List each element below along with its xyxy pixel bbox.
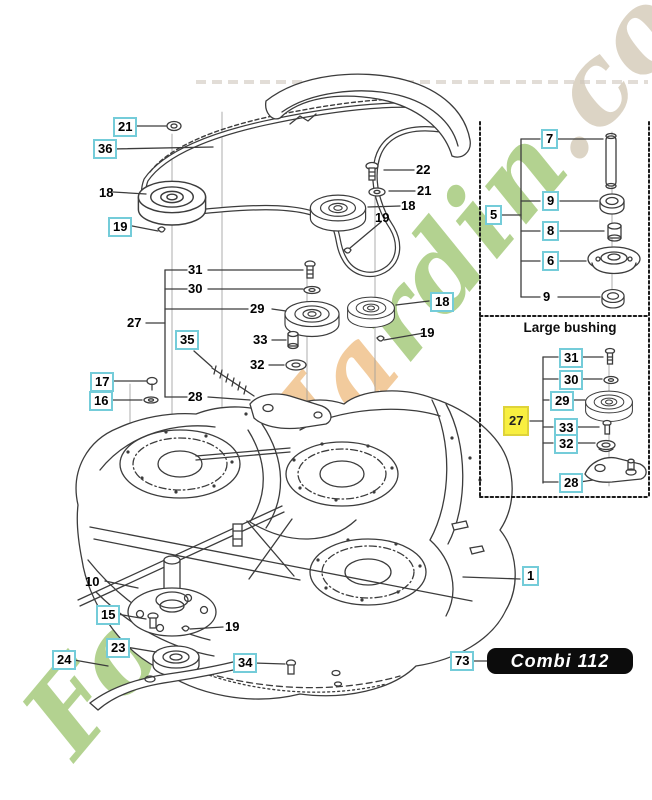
callout-73[interactable]: 73 bbox=[450, 651, 475, 671]
callout-33: 33 bbox=[253, 332, 268, 347]
callout-28[interactable]: 28 bbox=[559, 473, 584, 493]
housing-6 bbox=[587, 246, 641, 275]
callout-19: 19 bbox=[420, 325, 435, 340]
callout-29: 29 bbox=[250, 301, 265, 316]
spring-35 bbox=[211, 365, 255, 397]
top-hardware bbox=[157, 120, 386, 342]
nut-21 bbox=[166, 120, 182, 132]
callout-29[interactable]: 29 bbox=[550, 391, 575, 411]
callout-30: 30 bbox=[188, 281, 203, 296]
callout-31: 31 bbox=[188, 262, 203, 277]
key-19 bbox=[157, 226, 166, 233]
product-badge: Combi 112 bbox=[487, 648, 633, 674]
inset-large-bushing bbox=[529, 347, 647, 484]
shaft-7 bbox=[605, 135, 617, 187]
key-19 bbox=[376, 335, 385, 342]
callout-6[interactable]: 6 bbox=[542, 251, 560, 271]
callout-28: 28 bbox=[188, 389, 203, 404]
washer-30-inset bbox=[603, 375, 619, 385]
callout-35[interactable]: 35 bbox=[175, 330, 200, 350]
idler-arm-28 bbox=[249, 393, 332, 430]
callout-1[interactable]: 1 bbox=[522, 566, 540, 586]
callout-21[interactable]: 21 bbox=[113, 117, 138, 137]
inset-borders bbox=[479, 121, 650, 498]
bolt-15 bbox=[147, 612, 159, 629]
callout-10: 10 bbox=[85, 574, 100, 589]
callout-18: 18 bbox=[401, 198, 416, 213]
pulley-18-right bbox=[309, 194, 367, 232]
callout-33[interactable]: 33 bbox=[554, 418, 579, 438]
spacer-8 bbox=[607, 222, 622, 242]
callout-32[interactable]: 32 bbox=[554, 434, 579, 454]
inset-large-bushing-title: Large bushing bbox=[523, 320, 617, 335]
callout-22: 22 bbox=[416, 162, 431, 177]
callout-36[interactable]: 36 bbox=[93, 139, 118, 159]
rivet-dots bbox=[126, 408, 482, 602]
pulley-18-lower bbox=[347, 296, 395, 329]
belt-guard bbox=[265, 73, 471, 158]
bearing-9-upper bbox=[599, 193, 625, 215]
callout-24[interactable]: 24 bbox=[52, 650, 77, 670]
bolt-17-washer-16 bbox=[143, 376, 159, 404]
callout-23[interactable]: 23 bbox=[106, 638, 131, 658]
callout-7[interactable]: 7 bbox=[541, 129, 559, 149]
bearing-9-lower bbox=[601, 288, 625, 309]
bolt-31-inset bbox=[604, 347, 616, 365]
callout-32: 32 bbox=[250, 357, 265, 372]
arm-28-inset bbox=[584, 456, 647, 483]
callout-18: 18 bbox=[99, 185, 114, 200]
leader-lines bbox=[73, 125, 521, 667]
callout-9[interactable]: 9 bbox=[542, 191, 560, 211]
callout-18[interactable]: 18 bbox=[430, 292, 455, 312]
bushing-32-inset bbox=[596, 439, 616, 453]
washer-21 bbox=[368, 187, 386, 197]
callout-21: 21 bbox=[417, 183, 432, 198]
key-19 bbox=[343, 247, 352, 254]
callout-31[interactable]: 31 bbox=[559, 348, 584, 368]
callout-5[interactable]: 5 bbox=[485, 205, 503, 225]
screw-22 bbox=[365, 161, 379, 181]
callout-19: 19 bbox=[375, 210, 390, 225]
idler-hardware bbox=[211, 260, 332, 430]
callout-8[interactable]: 8 bbox=[542, 221, 560, 241]
inset-bearing-kit bbox=[501, 132, 641, 309]
bolt-34 bbox=[285, 659, 343, 687]
callout-17[interactable]: 17 bbox=[90, 372, 115, 392]
screw-33-inset bbox=[602, 419, 612, 435]
callout-30[interactable]: 30 bbox=[559, 370, 584, 390]
callout-27[interactable]: 27 bbox=[503, 406, 530, 436]
callout-19[interactable]: 19 bbox=[108, 217, 133, 237]
pulley-18-left bbox=[137, 180, 207, 226]
pulley-29-inset bbox=[585, 390, 633, 423]
callout-15[interactable]: 15 bbox=[96, 605, 121, 625]
callout-19: 19 bbox=[225, 619, 240, 634]
callout-16[interactable]: 16 bbox=[89, 391, 114, 411]
callout-27: 27 bbox=[127, 315, 142, 330]
callout-9: 9 bbox=[543, 289, 551, 304]
callout-34[interactable]: 34 bbox=[233, 653, 258, 673]
key-19-bottom bbox=[181, 625, 190, 632]
